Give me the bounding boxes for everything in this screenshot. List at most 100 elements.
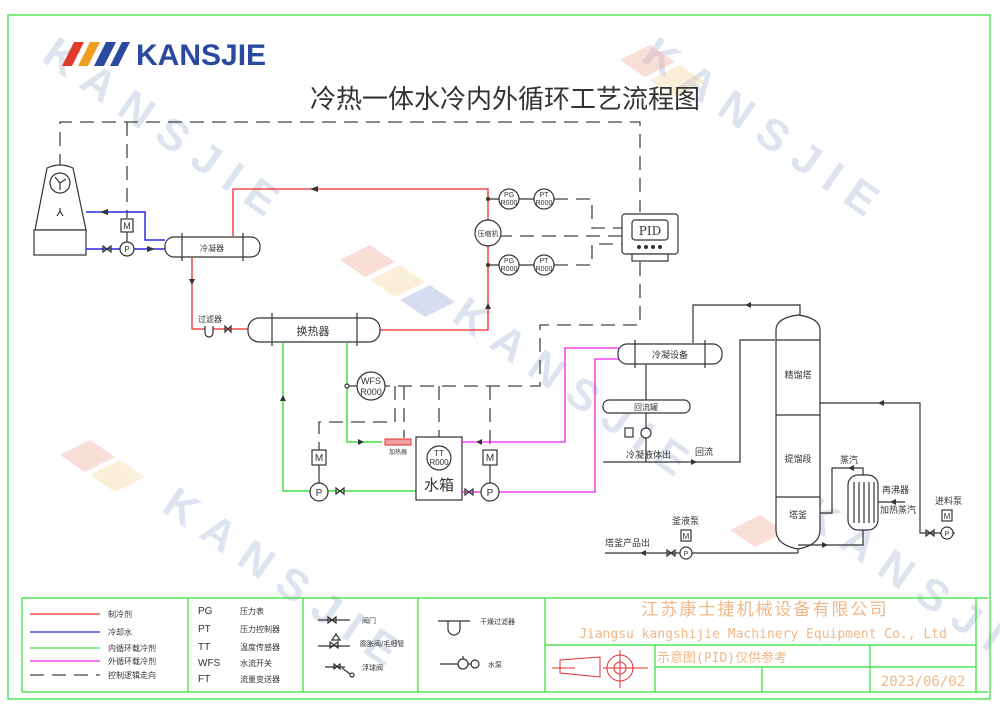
heater: 加热器	[384, 438, 412, 456]
svg-text:M: M	[315, 453, 323, 464]
pump-icon[interactable]	[480, 482, 500, 502]
svg-text:WFS: WFS	[361, 376, 381, 386]
svg-text:P: P	[684, 551, 689, 558]
svg-text:TT: TT	[198, 642, 210, 653]
condensing-unit: 冷凝设备	[617, 340, 723, 368]
drawing-note: 示意图(PID)仅供参考	[657, 650, 787, 666]
svg-text:P: P	[487, 488, 494, 499]
svg-text:换热器: 换热器	[297, 324, 330, 338]
svg-text:M: M	[944, 512, 951, 521]
distillation-column: 精馏塔 提馏段 塔釜	[775, 314, 821, 550]
svg-text:流量变送器: 流量变送器	[240, 674, 280, 684]
svg-text:塔釜: 塔釜	[789, 509, 807, 521]
svg-text:加热蒸汽: 加热蒸汽	[880, 504, 916, 516]
svg-text:加热器: 加热器	[389, 448, 407, 456]
steam-label: 蒸汽	[840, 454, 858, 466]
svg-text:M: M	[123, 221, 131, 231]
kansjie-logo: KANSJIE	[62, 39, 266, 72]
svg-text:压缩机: 压缩机	[478, 229, 499, 238]
pump-icon[interactable]	[119, 241, 135, 257]
svg-text:PT: PT	[540, 192, 550, 199]
pid-controller[interactable]: PID	[621, 213, 679, 262]
condenser: 冷凝器	[164, 233, 261, 261]
svg-text:制冷剂: 制冷剂	[108, 609, 132, 619]
svg-text:P: P	[124, 245, 129, 254]
valve-icon[interactable]	[464, 487, 474, 497]
svg-text:提馏段: 提馏段	[784, 453, 811, 465]
drawing-date: 2023/06/02	[881, 674, 965, 690]
heat-exchanger: 换热器	[247, 313, 381, 346]
company-name-cn: 江苏康士捷机械设备有限公司	[642, 600, 889, 620]
svg-text:膨胀阀/毛细管: 膨胀阀/毛细管	[360, 639, 404, 648]
svg-text:PID: PID	[639, 224, 661, 238]
kettle-product-label: 塔釜产品出	[605, 537, 650, 549]
svg-text:PT: PT	[198, 624, 211, 635]
valve-icon[interactable]	[102, 244, 112, 254]
fan-icon	[49, 172, 71, 194]
svg-text:FT: FT	[198, 674, 210, 685]
svg-text:R000: R000	[429, 458, 449, 467]
cooling-tower	[33, 164, 87, 256]
watermarks: KANSJIE KANSJIE KANSJIE KANSJIE KANSJIE	[34, 28, 1000, 694]
valve-icon[interactable]	[666, 548, 676, 558]
svg-text:温度传感器: 温度传感器	[240, 642, 280, 652]
svg-text:R000: R000	[536, 200, 553, 207]
svg-text:再沸器: 再沸器	[882, 484, 909, 496]
expansion-valve-icon[interactable]	[224, 324, 232, 334]
svg-text:R000: R000	[536, 266, 553, 273]
svg-text:精馏塔: 精馏塔	[784, 369, 811, 381]
svg-text:PT: PT	[540, 258, 550, 265]
svg-text:内循环载冷剂: 内循环载冷剂	[108, 643, 156, 653]
svg-text:R000: R000	[501, 200, 518, 207]
svg-text:R000: R000	[360, 387, 382, 397]
svg-text:R000: R000	[501, 266, 518, 273]
feed-pump[interactable]	[940, 526, 954, 540]
pump-icon[interactable]	[309, 482, 329, 502]
page-title: 冷热一体水冷内外循环工艺流程图	[310, 85, 700, 115]
logo-text: KANSJIE	[136, 39, 266, 72]
svg-text:PG: PG	[504, 192, 514, 199]
valve-icon[interactable]	[335, 486, 345, 496]
reflux-label: 回流	[695, 446, 713, 458]
svg-text:冷凝设备: 冷凝设备	[652, 349, 688, 361]
dryer-filter-icon	[204, 326, 214, 338]
svg-text:干燥过滤器: 干燥过滤器	[480, 617, 515, 626]
svg-text:M: M	[486, 453, 494, 464]
svg-text:P: P	[945, 531, 950, 538]
svg-text:浮球阀: 浮球阀	[362, 663, 383, 672]
feed-pump-label: 进料泵	[935, 495, 962, 507]
watermark: KANSJIE	[794, 488, 1000, 694]
svg-text:PG: PG	[504, 258, 514, 265]
compressor	[474, 219, 502, 247]
svg-text:M: M	[683, 532, 690, 541]
svg-text:水箱: 水箱	[424, 477, 454, 494]
svg-text:PG: PG	[198, 606, 213, 617]
svg-text:水泵: 水泵	[488, 660, 502, 669]
svg-text:冷凝器: 冷凝器	[200, 243, 224, 253]
svg-text:压力表: 压力表	[240, 606, 264, 616]
svg-text:回流罐: 回流罐	[634, 402, 658, 412]
motor-icon	[941, 509, 953, 522]
water-tank: TT R000 水箱	[415, 436, 463, 501]
watermark: KANSJIE	[634, 28, 899, 234]
projection-symbol-icon	[552, 650, 648, 688]
valve-icon[interactable]	[925, 528, 935, 538]
legend-symbols: 阀门 膨胀阀/毛细管 浮球阀 干燥过滤器 水泵	[318, 615, 515, 678]
motor-icon	[680, 529, 692, 542]
pump-icon[interactable]	[640, 427, 652, 439]
condensate-out-label: 冷凝液体出	[626, 449, 671, 461]
legend-lines: 制冷剂 冷却水 内循环载冷剂 外循环载冷剂 控制逻辑走向	[30, 609, 156, 680]
reflux-tank: 回流罐	[602, 399, 691, 414]
watermark: KANSJIE	[154, 478, 419, 684]
control-lines	[59, 121, 641, 450]
svg-text:WFS: WFS	[198, 658, 221, 669]
svg-text:压力控制器: 压力控制器	[240, 624, 280, 634]
kettle-pump[interactable]	[679, 546, 693, 560]
svg-text:水流开关: 水流开关	[240, 658, 272, 668]
svg-text:冷却水: 冷却水	[108, 627, 132, 637]
kettle-pump-label: 釜液泵	[672, 515, 699, 527]
wfs-switch	[356, 371, 386, 401]
reboiler	[847, 474, 879, 531]
